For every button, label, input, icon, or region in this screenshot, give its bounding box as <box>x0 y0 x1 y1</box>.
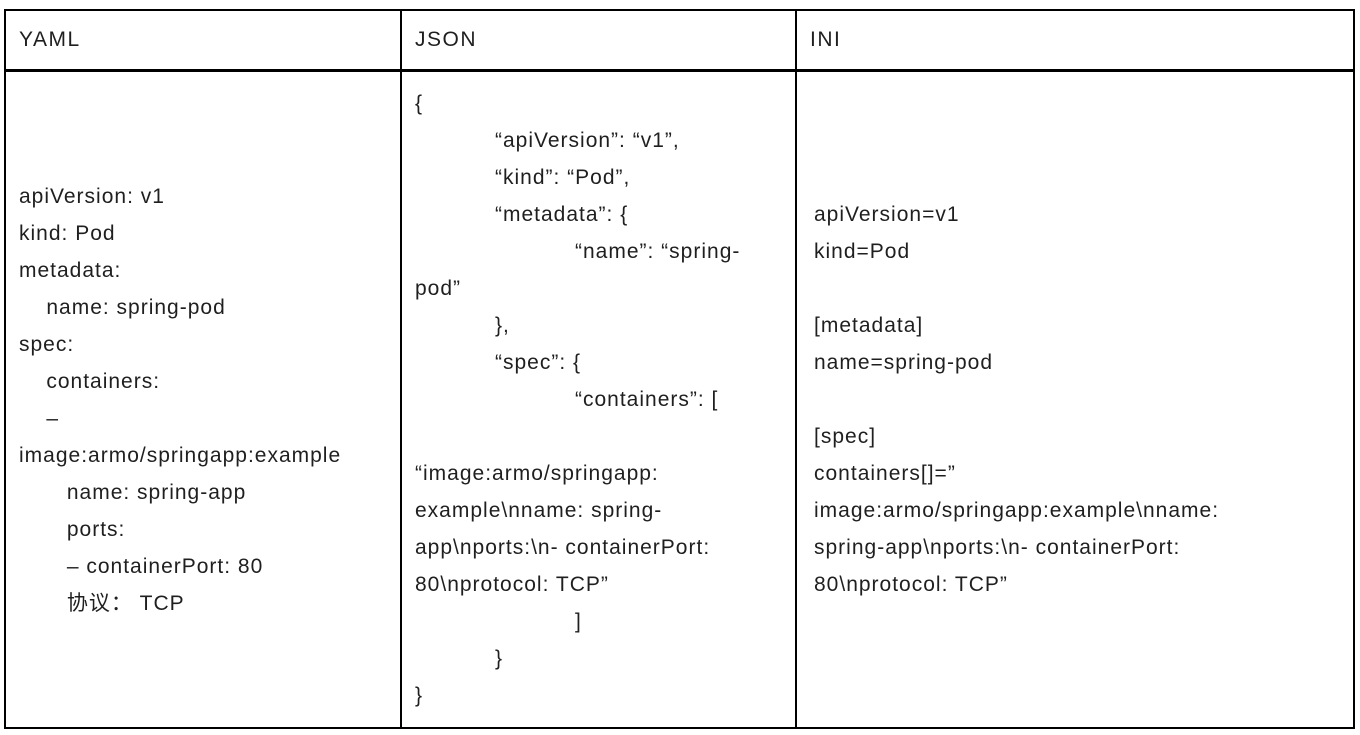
format-comparison-table: YAML JSON INI apiVersion: v1 kind: Pod m… <box>4 9 1355 729</box>
column-header-json: JSON <box>400 9 797 72</box>
column-header-yaml: YAML <box>4 9 402 72</box>
json-code-block: { “apiVersion”: “v1”, “kind”: “Pod”, “me… <box>415 92 741 707</box>
column-header-ini: INI <box>795 9 1355 72</box>
ini-code-block: apiVersion=v1 kind=Pod [metadata] name=s… <box>814 203 1220 596</box>
json-cell: { “apiVersion”: “v1”, “kind”: “Pod”, “me… <box>400 69 797 729</box>
header-row: YAML JSON INI <box>4 9 1355 72</box>
content-row: apiVersion: v1 kind: Pod metadata: name:… <box>4 69 1355 729</box>
yaml-code-block: apiVersion: v1 kind: Pod metadata: name:… <box>19 184 342 615</box>
format-comparison-page: YAML JSON INI apiVersion: v1 kind: Pod m… <box>0 9 1360 735</box>
ini-cell: apiVersion=v1 kind=Pod [metadata] name=s… <box>795 69 1355 729</box>
yaml-cell: apiVersion: v1 kind: Pod metadata: name:… <box>4 69 402 729</box>
